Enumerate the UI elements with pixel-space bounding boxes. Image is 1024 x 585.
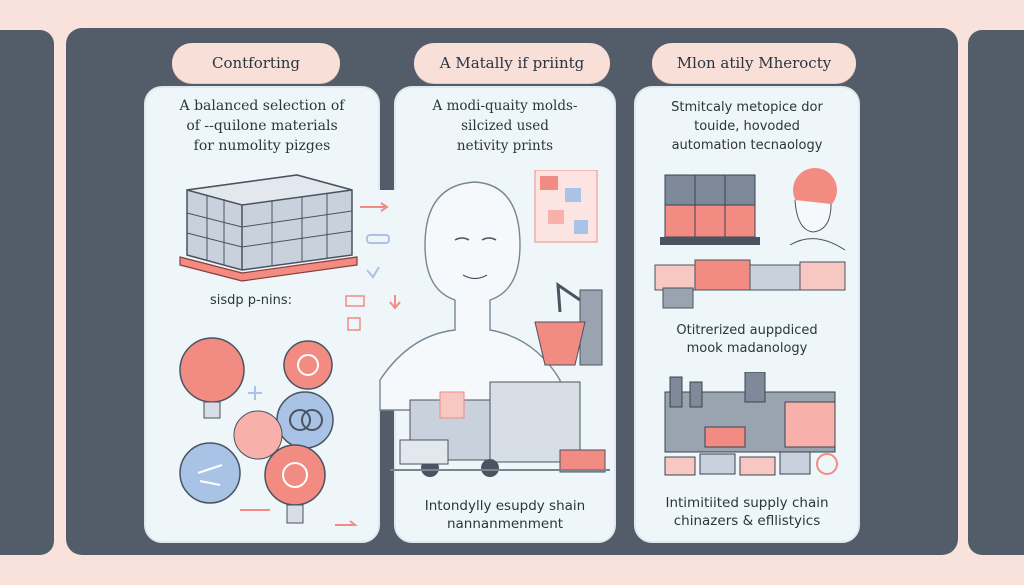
left-edge-panel (0, 30, 54, 555)
lightbulb-icon-red-1 (179, 337, 245, 419)
panel-2-intro-line-3: netivity prints (456, 138, 554, 154)
panel-3-intro-line-2: touide, hovoded (694, 119, 800, 134)
panel-2-intro-line-2: silcized used (461, 118, 549, 134)
panel-3-header: Mlon atily Mherocty (652, 43, 856, 83)
robot-arm-with-bowl (534, 282, 603, 366)
factory-machines (390, 381, 610, 477)
panel-1-intro-line-3: for numolity pizges (193, 138, 331, 154)
panel-2-header-text: A Matally if priintg (439, 54, 585, 72)
panel-3-intro-line-1: Stmitcaly metopice dor (671, 100, 823, 115)
panel-2-intro: A modi-quaity molds- silcized used netiv… (400, 96, 610, 156)
panel-3-intro-line-3: automation tecnaology (671, 138, 823, 153)
lightbulb-icon-red-4 (264, 444, 326, 524)
pallet-and-worker-illustration (654, 168, 846, 309)
red-pallet (179, 256, 358, 282)
panel-3-header-text: Mlon atily Mherocty (676, 54, 832, 72)
lightbulb-icon-blue-1 (276, 391, 334, 449)
cement-bags (186, 174, 353, 271)
lightbulbs-cluster (179, 337, 358, 526)
face-printer-illustration (379, 170, 610, 477)
panel-2-intro-line-1: A modi-quaity molds- (432, 98, 578, 114)
panel-1-header-text: Contforting (211, 54, 301, 72)
lightbulb-icon-red-2 (283, 340, 333, 390)
panel-2-header: A Matally if priintg (414, 43, 610, 83)
block-stack (660, 174, 760, 245)
panel-3-caption-line-1: Intimitiited supply chain (665, 495, 829, 511)
panel-3-intro: Stmitcaly metopice dor touide, hovoded a… (640, 98, 854, 155)
panel-2-caption-line-1: Intondylly esupdy shain (424, 498, 586, 514)
panel-1-mid-label: sisdp p-nins: (210, 293, 292, 308)
lightbulb-icon-red-3 (233, 410, 283, 460)
panel-3-caption-line-2: chinazers & efllistyics (673, 513, 821, 529)
panel-1-intro-line-2: of --quilone materials (186, 118, 338, 134)
panel-3-mid-label: Otitrerized auppdiced mook madanology (640, 322, 854, 358)
panel-1-intro-line-1: A balanced selection of (179, 98, 345, 114)
panel-3-mid-label-line-1: Otitrerized auppdiced (676, 323, 818, 338)
panel-1-header: Contforting (172, 43, 340, 83)
panel-3-caption: Intimitiited supply chain chinazers & ef… (640, 494, 854, 530)
human-face (379, 181, 561, 411)
cement-bags-pallet-illustration (179, 174, 358, 282)
panel-1-intro: A balanced selection of of --quilone mat… (150, 96, 374, 156)
lightbulb-icon-blue-2 (179, 442, 241, 504)
factory-illustration (664, 372, 838, 476)
panel-2-caption-line-2: nannanmenment (446, 516, 564, 532)
worker-head (789, 168, 846, 251)
panel-2-caption: Intondylly esupdy shain nannanmenment (400, 497, 610, 533)
color-grid (534, 170, 598, 243)
small-symbols (345, 295, 365, 331)
panel-3-mid-label-line-2: mook madanology (686, 341, 808, 356)
flow-arrows (360, 202, 401, 310)
foam-blocks-row (654, 259, 846, 309)
right-edge-panel (968, 30, 1024, 555)
